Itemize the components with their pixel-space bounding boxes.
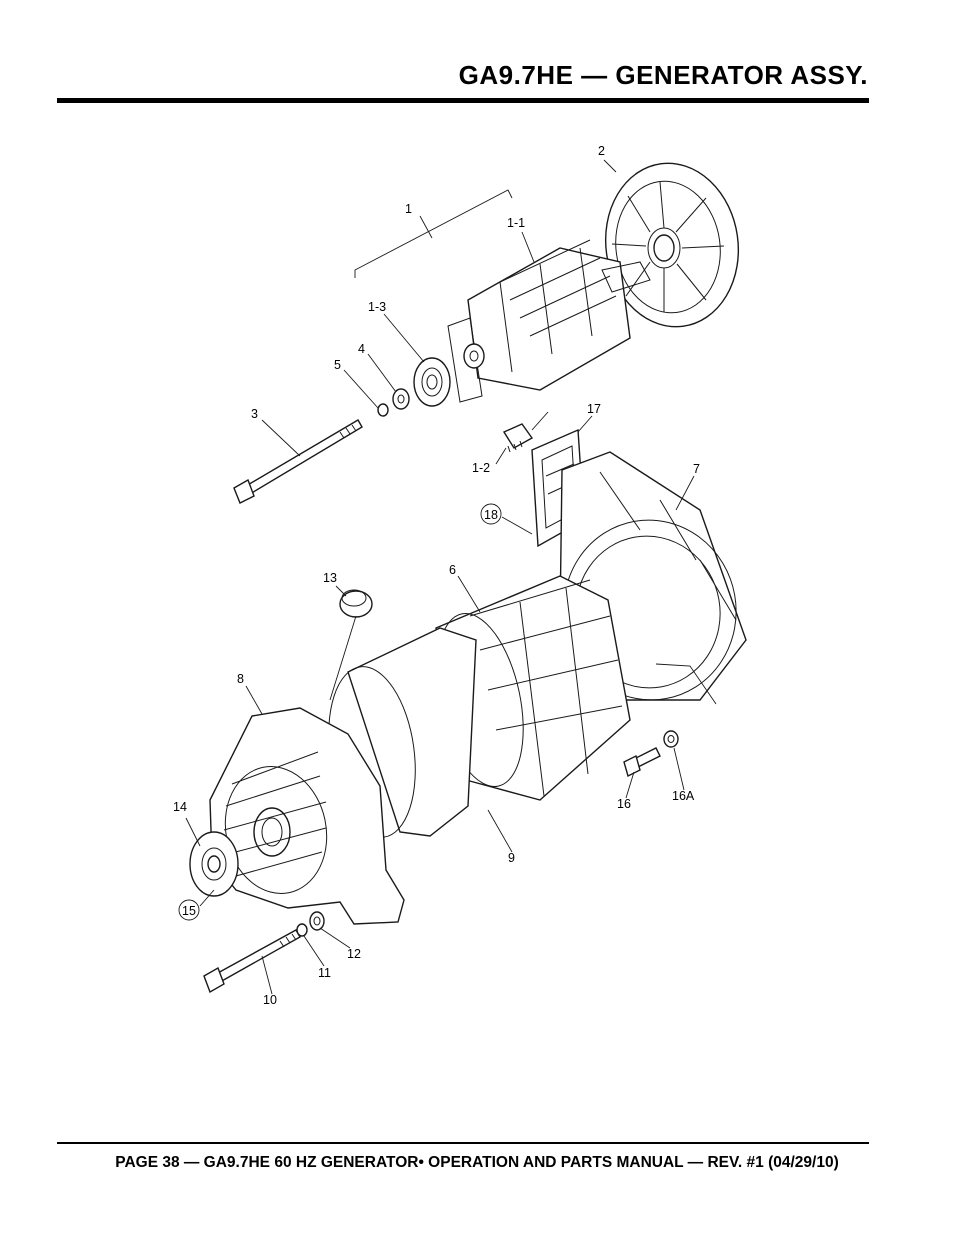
part-washer-4 bbox=[392, 388, 410, 410]
callout-1: 1 bbox=[405, 202, 412, 216]
callout-12: 12 bbox=[347, 947, 361, 961]
footer-rule bbox=[57, 1142, 869, 1144]
callout-16: 16 bbox=[617, 797, 631, 811]
part-lock-washer-11 bbox=[296, 923, 308, 937]
callout-labels: 1 1-1 1-2 1-3 2 3 4 5 6 7 8 9 10 11 12 1… bbox=[173, 144, 700, 1007]
callout-8: 8 bbox=[237, 672, 244, 686]
callout-14: 14 bbox=[173, 800, 187, 814]
callout-1-3: 1-3 bbox=[368, 300, 386, 314]
part-bolt-10 bbox=[203, 929, 301, 994]
callout-10: 10 bbox=[263, 993, 277, 1007]
page-title: GA9.7HE — GENERATOR ASSY. bbox=[458, 60, 868, 90]
callout-11: 11 bbox=[318, 966, 331, 980]
callout-7: 7 bbox=[693, 462, 700, 476]
callout-5: 5 bbox=[334, 358, 341, 372]
callout-4: 4 bbox=[358, 342, 365, 356]
callout-16a: 16A bbox=[672, 789, 695, 803]
callout-9: 9 bbox=[508, 851, 515, 865]
part-rotor-assembly bbox=[447, 239, 651, 403]
callout-1-1: 1-1 bbox=[507, 216, 525, 230]
part-through-bolt-3 bbox=[233, 419, 363, 504]
callout-1-2: 1-2 bbox=[472, 461, 490, 475]
part-end-bell bbox=[209, 707, 405, 925]
part-bearing bbox=[413, 357, 451, 407]
callout-6: 6 bbox=[449, 563, 456, 577]
part-grommet bbox=[339, 589, 373, 618]
part-washer-12 bbox=[309, 911, 325, 931]
callout-ring-18 bbox=[480, 503, 502, 525]
part-bearing-cap bbox=[189, 831, 239, 897]
callout-2: 2 bbox=[598, 144, 605, 158]
callout-ring-15 bbox=[178, 899, 200, 921]
callout-13: 13 bbox=[323, 571, 337, 585]
part-bolt-16 bbox=[623, 747, 661, 778]
header-rule bbox=[57, 98, 869, 103]
part-lock-washer-5 bbox=[377, 403, 389, 417]
part-brush-holder bbox=[502, 411, 549, 453]
leader-lines bbox=[185, 159, 695, 995]
page-footer: PAGE 38 — GA9.7HE 60 HZ GENERATOR• OPERA… bbox=[115, 1154, 839, 1171]
part-washer-16a bbox=[663, 730, 679, 748]
callout-17: 17 bbox=[587, 402, 601, 416]
callout-18: 18 bbox=[484, 508, 498, 522]
callout-15: 15 bbox=[182, 904, 196, 918]
callout-3: 3 bbox=[251, 407, 258, 421]
part-fan bbox=[604, 162, 740, 328]
